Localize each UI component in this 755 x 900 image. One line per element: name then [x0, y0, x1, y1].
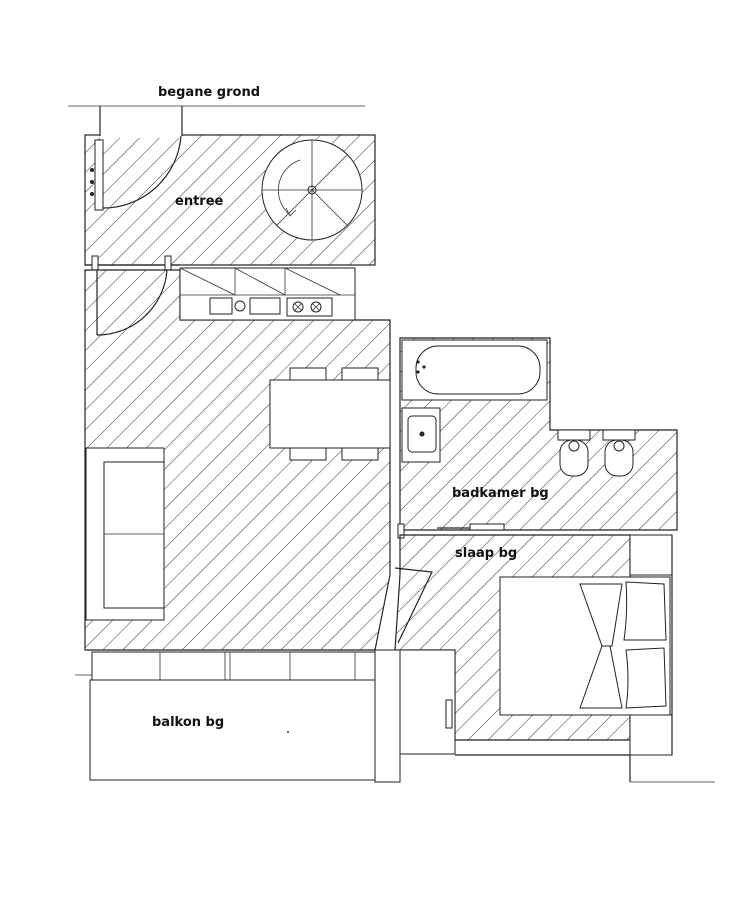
room-label-balkon: balkon bg: [152, 715, 224, 730]
room-label-entree: entree: [175, 194, 224, 209]
front-door-icon: [90, 135, 182, 211]
sofa-icon: [85, 447, 165, 621]
wardrobe-icon: [629, 534, 673, 756]
wall-stub: [91, 255, 99, 271]
toilet-icon: [557, 429, 591, 477]
balcony-area: [75, 649, 401, 783]
nightstand-icon: [399, 649, 456, 755]
bedroom-outer-wall: [455, 754, 715, 783]
inner-door-icon: [96, 269, 168, 336]
sink-icon: [401, 407, 441, 463]
bedroom-door-icon: [394, 567, 433, 644]
kitchen-counter-icon: [179, 267, 356, 321]
wall-stub: [164, 255, 172, 271]
room-label-slaap: slaap bg: [455, 546, 517, 561]
dining-table-icon: [269, 367, 391, 461]
bidet-icon: [602, 429, 636, 477]
bathtub-icon: [401, 339, 548, 401]
room-label-badkamer: badkamer bg: [452, 486, 549, 501]
sliding-door-icon: [397, 523, 505, 539]
spiral-staircase-icon: [261, 139, 363, 241]
double-bed-icon: [499, 576, 671, 716]
floor-title: begane grond: [158, 85, 260, 100]
